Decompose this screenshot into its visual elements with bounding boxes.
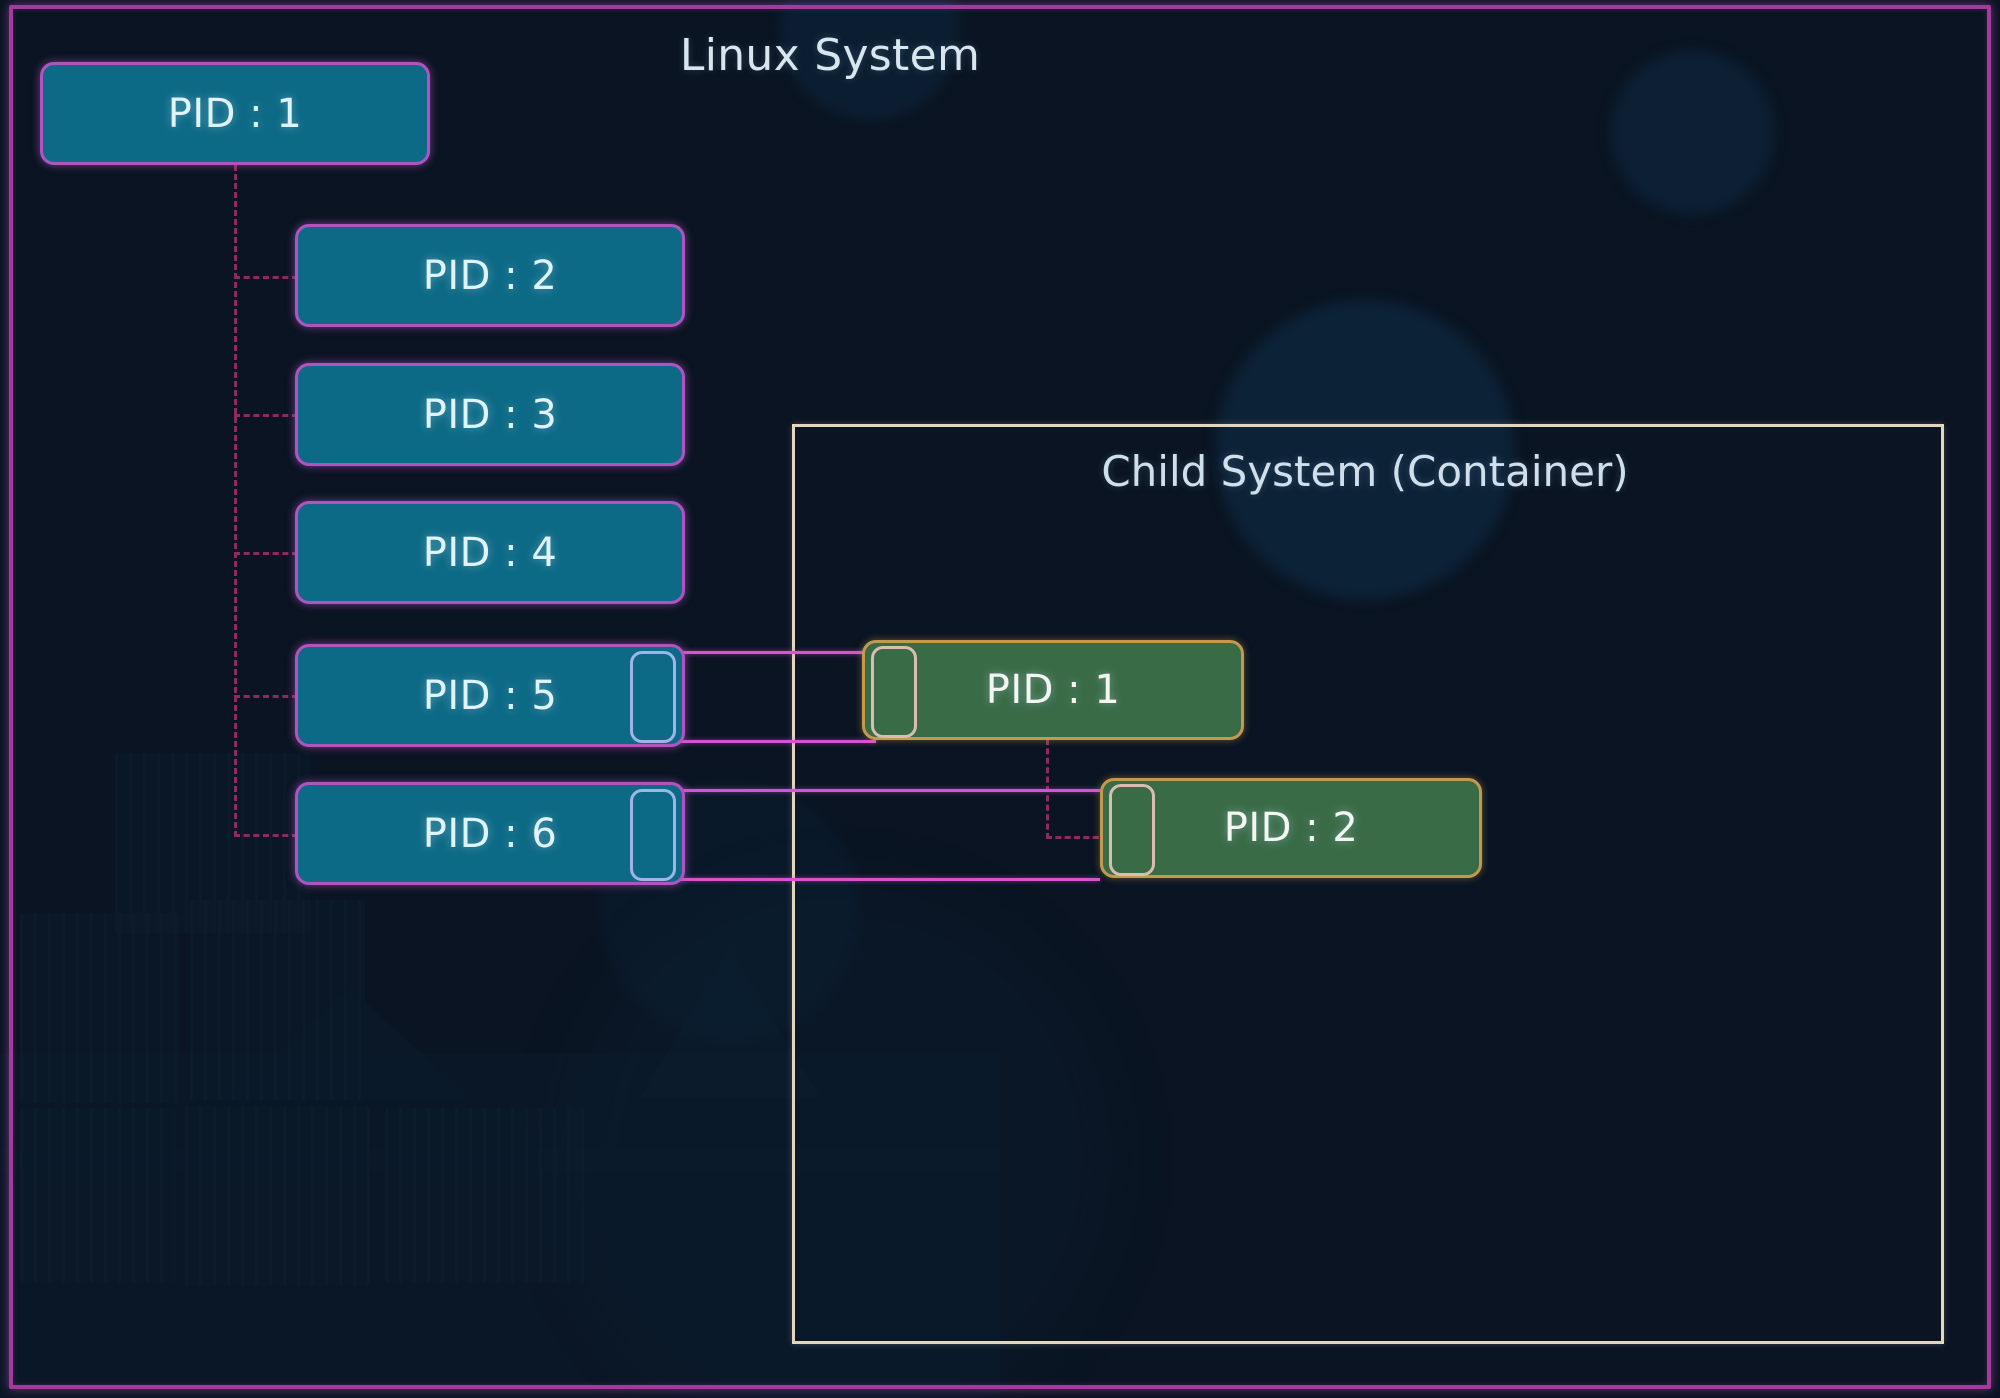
host-pid-5-box[interactable]: PID : 5 (295, 644, 685, 747)
page-title: Linux System (679, 30, 981, 81)
tree-branch-to-pid-6 (234, 834, 298, 837)
host-pid-5-label: PID : 5 (422, 672, 558, 719)
container-pid-2-box[interactable]: PID : 2 (1100, 778, 1482, 878)
host-pid-2-box[interactable]: PID : 2 (295, 224, 685, 327)
mapping-link-5-to-1-top (676, 651, 876, 654)
tree-branch-to-pid-3 (234, 414, 298, 417)
host-pid-4-box[interactable]: PID : 4 (295, 501, 685, 604)
host-pid-1-label: PID : 1 (167, 90, 303, 137)
host-pid-6-box[interactable]: PID : 6 (295, 782, 685, 885)
tree-trunk-line (234, 165, 237, 837)
tree-branch-to-pid-2 (234, 276, 298, 279)
tree-branch-to-pid-4 (234, 552, 298, 555)
container-pid-1-label: PID : 1 (985, 667, 1121, 713)
container-pid-2-namespace-port (1109, 784, 1155, 876)
outer-frame-border (9, 5, 1991, 1389)
host-pid-3-box[interactable]: PID : 3 (295, 363, 685, 466)
container-pid-1-namespace-port (871, 646, 917, 738)
tree-branch-to-pid-5 (234, 695, 298, 698)
container-tree-branch-to-pid-2 (1046, 836, 1108, 839)
container-pid-1-box[interactable]: PID : 1 (862, 640, 1244, 740)
mapping-link-6-to-2-bottom (676, 878, 1100, 881)
host-pid-1-box[interactable]: PID : 1 (40, 62, 430, 165)
child-system-title: Child System (Container) (1101, 447, 1629, 496)
host-pid-3-label: PID : 3 (422, 391, 558, 438)
child-system-container-box (792, 424, 1944, 1344)
host-pid-5-namespace-port (630, 651, 676, 743)
host-pid-6-namespace-port (630, 789, 676, 881)
container-pid-2-label: PID : 2 (1223, 805, 1359, 851)
host-pid-6-label: PID : 6 (422, 810, 558, 857)
mapping-link-6-to-2-top (676, 789, 1100, 792)
host-pid-4-label: PID : 4 (422, 529, 558, 576)
host-pid-2-label: PID : 2 (422, 252, 558, 299)
mapping-link-5-to-1-bottom (676, 740, 876, 743)
